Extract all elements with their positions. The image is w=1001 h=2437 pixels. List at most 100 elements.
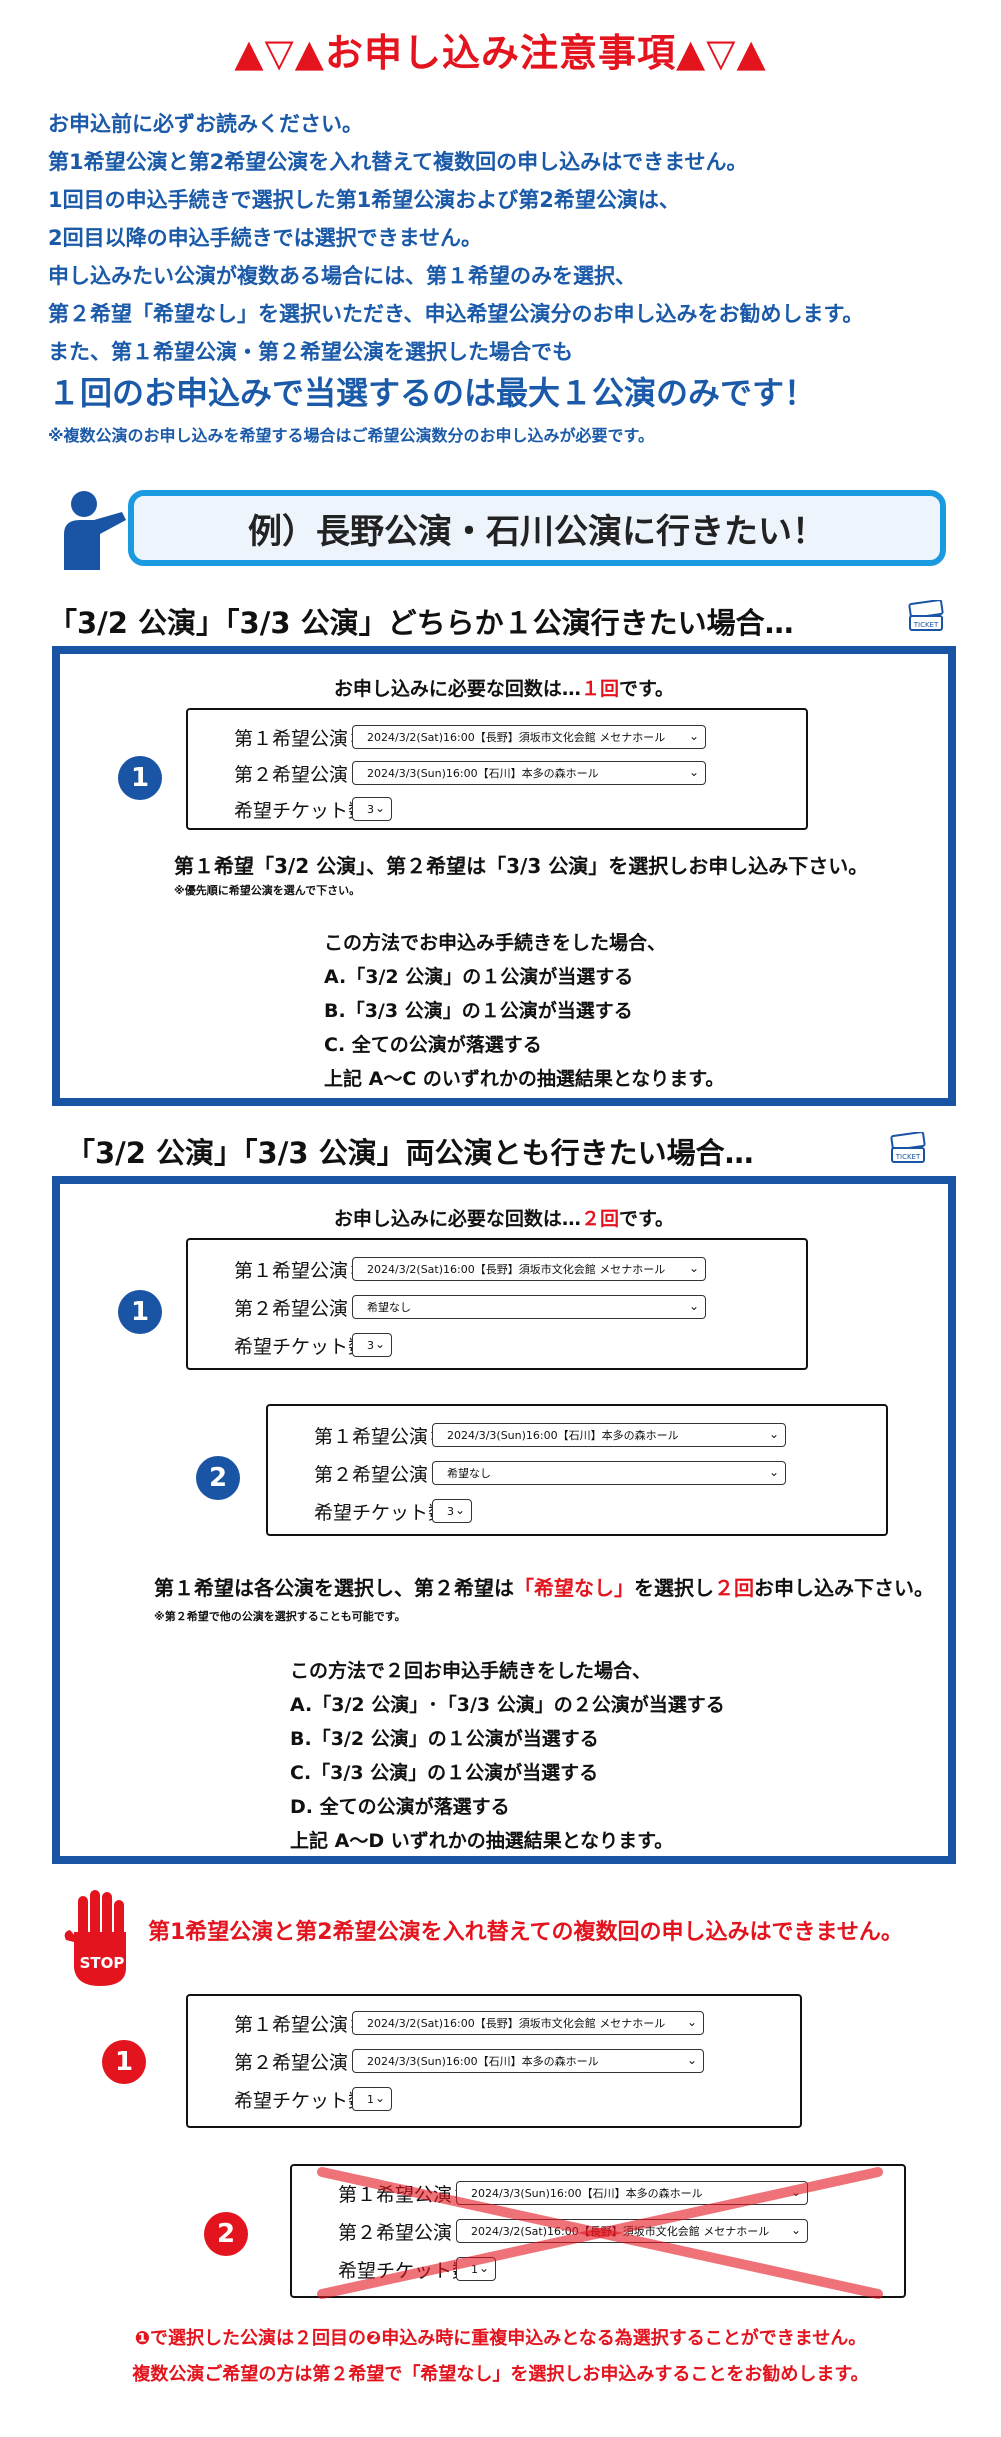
stop-step-2-badge: 2: [204, 2212, 248, 2256]
qty-label: 希望チケット数＊: [234, 2089, 386, 2112]
note-line-5: 申し込みたい公演が複数ある場合には、第１希望のみを選択、: [48, 264, 636, 288]
note-line-3: 1回目の申込手続きで選択した第1希望公演および第2希望公演は、: [48, 188, 680, 212]
section2-box: お申し込みに必要な回数は…２回です。 1 第１希望公演＊ 2024/3/2(Sa…: [52, 1176, 956, 1864]
section2-tiny-note: ※第２希望で他の公演を選択することも可能です。: [154, 1610, 406, 1623]
result-line: D. 全ての公演が落選する: [290, 1796, 510, 1818]
svg-text:STOP: STOP: [80, 1954, 125, 1972]
chevron-down-icon: ⌄: [688, 765, 699, 779]
result-line: 上記 A〜D いずれかの抽選結果となります。: [290, 1830, 674, 1852]
result-line: この方法で２回お申込手続きをした場合、: [290, 1660, 652, 1682]
form-example-2a: 第１希望公演＊ 2024/3/2(Sat)16:00【長野】須坂市文化会館 メセ…: [186, 1238, 808, 1370]
section2-instruction: 第１希望は各公演を選択し、第２希望は「希望なし」を選択し２回お申し込み下さい。: [154, 1576, 934, 1600]
chevron-down-icon: ⌄: [454, 1503, 465, 1517]
note-emphasis: １回のお申込みで当選するのは最大１公演のみです！: [48, 374, 817, 412]
second-choice-label: 第２希望公演: [314, 1463, 429, 1486]
result-line: C. 全ての公演が落選する: [324, 1034, 542, 1056]
qty-label: 希望チケット数＊: [234, 799, 386, 822]
first-choice-label: 第１希望公演＊: [234, 2013, 367, 2036]
note-line-1: お申込前に必ずお読みください。: [48, 112, 363, 136]
result-line: C.「3/3 公演」の１公演が当選する: [290, 1762, 599, 1784]
section2-needed: お申し込みに必要な回数は…２回です。: [60, 1204, 948, 1231]
example-banner: 例）長野公演・石川公演に行きたい！: [128, 490, 946, 566]
svg-text:TICKET: TICKET: [913, 621, 939, 629]
qty-row: 希望チケット数＊ 3⌄: [268, 1496, 472, 1526]
second-choice-row: 第２希望公演 希望なし⌄: [268, 1458, 786, 1488]
first-choice-select[interactable]: 2024/3/2(Sat)16:00【長野】須坂市文化会館 メセナホール⌄: [352, 2011, 704, 2035]
first-choice-row: 第１希望公演＊ 2024/3/2(Sat)16:00【長野】須坂市文化会館 メセ…: [188, 1254, 706, 1284]
section1-tiny-note: ※優先順に希望公演を選んで下さい。: [174, 884, 361, 897]
chevron-down-icon: ⌄: [688, 1261, 699, 1275]
second-choice-row: 第２希望公演 2024/3/3(Sun)16:00【石川】本多の森ホール⌄: [188, 2046, 704, 2076]
result-line: A.「3/2 公演」･「3/3 公演」の２公演が当選する: [290, 1694, 725, 1716]
step-1-badge: 1: [118, 756, 162, 800]
result-line: B.「3/3 公演」の１公演が当選する: [324, 1000, 633, 1022]
person-pointing-icon: [64, 491, 126, 570]
note-line-7: また、第１希望公演・第２希望公演を選択した場合でも: [48, 340, 573, 364]
qty-row: 希望チケット数＊ 3⌄: [188, 794, 392, 824]
note-line-4: 2回目以降の申込手続きでは選択できません。: [48, 226, 482, 250]
second-choice-select[interactable]: 希望なし⌄: [352, 1295, 706, 1319]
second-choice-label: 第２希望公演: [338, 2221, 453, 2244]
section1-box: お申し込みに必要な回数は…１回です。 1 第１希望公演＊ 2024/3/2(Sa…: [52, 646, 956, 1106]
result-line: A.「3/2 公演」の１公演が当選する: [324, 966, 634, 988]
ticket-icon: TICKET: [890, 1132, 926, 1163]
first-choice-label: 第１希望公演＊: [234, 1259, 367, 1282]
chevron-down-icon: ⌄: [686, 2015, 697, 2029]
section1-heading: 「3/2 公演」「3/3 公演」どちらか１公演行きたい場合…: [48, 606, 794, 640]
chevron-down-icon: ⌄: [688, 1299, 699, 1313]
section1-needed: お申し込みに必要な回数は…１回です。: [60, 674, 948, 701]
needed-count: １回: [580, 678, 619, 700]
ticket-icon: TICKET: [908, 600, 944, 631]
form-example-2b: 第１希望公演＊ 2024/3/3(Sun)16:00【石川】本多の森ホール⌄ 第…: [266, 1404, 888, 1536]
section1-instruction: 第１希望「3/2 公演」、第２希望は「3/3 公演」を選択しお申し込み下さい。: [174, 854, 869, 878]
svg-text:TICKET: TICKET: [895, 1153, 921, 1161]
result-line: この方法でお申込み手続きをした場合、: [324, 932, 667, 954]
stop-step-1-badge: 1: [102, 2040, 146, 2084]
result-line: 上記 A〜C のいずれかの抽選結果となります。: [324, 1068, 725, 1090]
result-line: B.「3/2 公演」の１公演が当選する: [290, 1728, 599, 1750]
stop-footer-2: 複数公演ご希望の方は第２希望で「希望なし」を選択しお申込みすることをお勧めします…: [132, 2364, 869, 2385]
needed-text: お申し込みに必要な回数は…: [333, 1208, 581, 1230]
qty-select[interactable]: 1⌄: [352, 2087, 392, 2111]
chevron-down-icon: ⌄: [768, 1427, 779, 1441]
second-choice-label: 第２希望公演: [234, 763, 349, 786]
chevron-down-icon: ⌄: [686, 2053, 697, 2067]
needed-suffix: です。: [618, 678, 675, 700]
first-choice-row: 第１希望公演＊ 2024/3/2(Sat)16:00【長野】須坂市文化会館 メセ…: [188, 2008, 704, 2038]
second-choice-label: 第２希望公演: [234, 1297, 349, 1320]
chevron-down-icon: ⌄: [688, 729, 699, 743]
first-choice-row: 第１希望公演＊ 2024/3/3(Sun)16:00【石川】本多の森ホール⌄: [292, 2178, 808, 2208]
chevron-down-icon: ⌄: [374, 801, 385, 815]
form-example-1: 第１希望公演＊ 2024/3/2(Sat)16:00【長野】須坂市文化会館 メセ…: [186, 708, 808, 830]
note-line-2: 第1希望公演と第2希望公演を入れ替えて複数回の申し込みはできません。: [48, 150, 748, 174]
second-choice-select[interactable]: 2024/3/3(Sun)16:00【石川】本多の森ホール⌄: [352, 761, 706, 785]
cross-out-icon: [317, 2167, 883, 2299]
first-choice-select[interactable]: 2024/3/2(Sat)16:00【長野】須坂市文化会館 メセナホール⌄: [352, 1257, 706, 1281]
qty-select[interactable]: 3⌄: [352, 797, 392, 821]
second-choice-select[interactable]: 希望なし⌄: [432, 1461, 786, 1485]
second-choice-row: 第２希望公演 2024/3/3(Sun)16:00【石川】本多の森ホール⌄: [188, 758, 706, 788]
qty-row: 希望チケット数＊ 1⌄: [188, 2084, 392, 2114]
step-1-badge: 1: [118, 1290, 162, 1334]
chevron-down-icon: ⌄: [374, 1337, 385, 1351]
first-choice-select[interactable]: 2024/3/3(Sun)16:00【石川】本多の森ホール⌄: [432, 1423, 786, 1447]
needed-count: ２回: [580, 1208, 619, 1230]
qty-label: 希望チケット数＊: [314, 1501, 466, 1524]
chevron-down-icon: ⌄: [790, 2223, 801, 2237]
form-stop-1: 第１希望公演＊ 2024/3/2(Sat)16:00【長野】須坂市文化会館 メセ…: [186, 1994, 802, 2128]
needed-suffix: です。: [618, 1208, 675, 1230]
second-choice-label: 第２希望公演: [234, 2051, 349, 2074]
step-2-badge: 2: [196, 1456, 240, 1500]
page-title: ▲▽▲お申し込み注意事項▲▽▲: [234, 31, 767, 75]
first-choice-row: 第１希望公演＊ 2024/3/2(Sat)16:00【長野】須坂市文化会館 メセ…: [188, 722, 706, 752]
first-choice-select[interactable]: 2024/3/2(Sat)16:00【長野】須坂市文化会館 メセナホール⌄: [352, 725, 706, 749]
second-choice-select[interactable]: 2024/3/3(Sun)16:00【石川】本多の森ホール⌄: [352, 2049, 704, 2073]
second-choice-row: 第２希望公演 希望なし⌄: [188, 1292, 706, 1322]
first-choice-label: 第１希望公演＊: [314, 1425, 447, 1448]
note-small: ※複数公演のお申し込みを希望する場合はご希望公演数分のお申し込みが必要です。: [48, 426, 654, 445]
qty-select[interactable]: 3⌄: [432, 1499, 472, 1523]
chevron-down-icon: ⌄: [478, 2261, 489, 2275]
qty-select[interactable]: 3⌄: [352, 1333, 392, 1357]
form-stop-2: 第１希望公演＊ 2024/3/3(Sun)16:00【石川】本多の森ホール⌄ 第…: [290, 2164, 906, 2299]
chevron-down-icon: ⌄: [768, 1465, 779, 1479]
